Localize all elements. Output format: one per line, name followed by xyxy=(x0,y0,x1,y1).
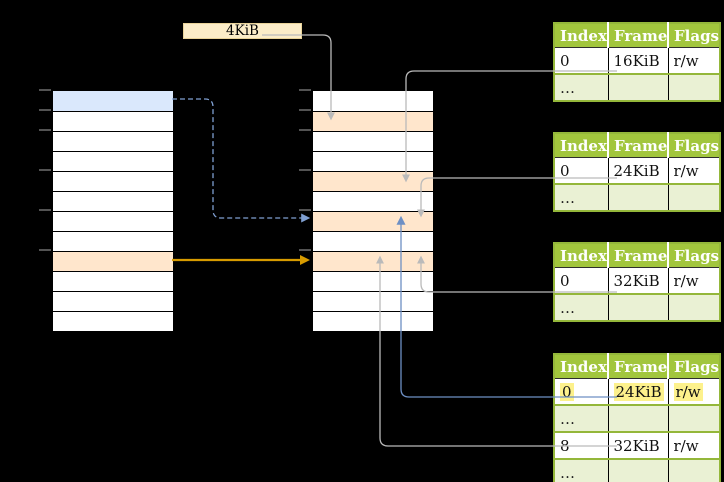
virtual-memory-cell xyxy=(53,91,173,111)
table-cell: r/w xyxy=(667,378,720,405)
table-cell: 16KiB xyxy=(607,47,668,74)
column-header-frame: Frame xyxy=(607,133,668,158)
virtual-memory-column xyxy=(52,90,174,332)
ellipsis-cell xyxy=(667,73,720,101)
table-cell: 24KiB xyxy=(607,378,668,405)
table-cell: r/w xyxy=(667,157,720,184)
virtual-memory-cell xyxy=(53,151,173,171)
column-header-flags: Flags xyxy=(667,243,720,268)
ellipsis-cell xyxy=(607,293,668,321)
physical-memory-cell xyxy=(313,251,433,271)
column-header-frame: Frame xyxy=(607,243,668,268)
physical-memory-cell xyxy=(313,111,433,131)
virtual-memory-cell xyxy=(53,191,173,211)
virtual-memory-cell xyxy=(53,251,173,271)
page-table-entry-row: 0 24KiB r/w xyxy=(554,378,720,405)
ellipsis-cell xyxy=(607,458,668,482)
table-cell: 32KiB xyxy=(607,431,668,459)
ellipsis-cell xyxy=(607,183,668,211)
frame-size-label: 4KiB xyxy=(183,23,302,39)
column-header-index: Index xyxy=(554,354,608,379)
physical-memory-column xyxy=(312,90,434,332)
physical-memory-cell xyxy=(313,171,433,191)
virtual-memory-cell xyxy=(53,171,173,191)
ellipsis-cell xyxy=(607,404,668,432)
table-cell: 0 xyxy=(554,378,608,405)
physical-memory-cell xyxy=(313,91,433,111)
ellipsis-cell: … xyxy=(554,458,608,482)
virtual-memory-cell xyxy=(53,231,173,251)
column-header-index: Index xyxy=(554,133,608,158)
virtual-memory-cell xyxy=(53,291,173,311)
ellipsis-cell xyxy=(607,73,668,101)
ellipsis-row: … xyxy=(554,183,720,211)
ellipsis-row: … xyxy=(554,293,720,321)
table-cell: 24KiB xyxy=(607,157,668,184)
ellipsis-cell: … xyxy=(554,73,608,101)
virtual-memory-cell xyxy=(53,131,173,151)
ellipsis-cell xyxy=(667,293,720,321)
column-header-frame: Frame xyxy=(607,354,668,379)
physical-address-ticks xyxy=(299,89,311,251)
physical-memory-cell xyxy=(313,131,433,151)
column-header-frame: Frame xyxy=(607,23,668,48)
physical-memory-cell xyxy=(313,271,433,291)
ellipsis-cell xyxy=(667,404,720,432)
physical-memory-cell xyxy=(313,151,433,171)
virtual-memory-cell xyxy=(53,111,173,131)
table-cell: r/w xyxy=(667,431,720,459)
physical-memory-cell xyxy=(313,191,433,211)
physical-memory-cell xyxy=(313,291,433,311)
table-cell: r/w xyxy=(667,47,720,74)
column-header-index: Index xyxy=(554,23,608,48)
table-cell: r/w xyxy=(667,267,720,294)
virtual-address-ticks xyxy=(39,89,51,251)
column-header-flags: Flags xyxy=(667,133,720,158)
highlighted-value: 0 xyxy=(560,382,574,401)
ellipsis-cell: … xyxy=(554,293,608,321)
ellipsis-cell xyxy=(667,183,720,211)
physical-memory-cell xyxy=(313,231,433,251)
table-cell: 0 xyxy=(554,267,608,294)
virtual-memory-cell xyxy=(53,271,173,291)
table-cell: 0 xyxy=(554,157,608,184)
virtual-memory-cell xyxy=(53,211,173,231)
highlighted-value: 24KiB xyxy=(613,382,664,401)
table-cell: 0 xyxy=(554,47,608,74)
table-cell: 32KiB xyxy=(607,267,668,294)
highlighted-value: r/w xyxy=(673,382,703,401)
ellipsis-row: … xyxy=(554,458,720,482)
column-header-index: Index xyxy=(554,243,608,268)
physical-memory-cell xyxy=(313,311,433,331)
ellipsis-cell: … xyxy=(554,183,608,211)
virtual-memory-cell xyxy=(53,311,173,331)
column-header-flags: Flags xyxy=(667,23,720,48)
ellipsis-cell xyxy=(667,458,720,482)
physical-memory-cell xyxy=(313,211,433,231)
column-header-flags: Flags xyxy=(667,354,720,379)
ellipsis-row: … xyxy=(554,404,720,432)
connector-virtual-page-to-frame-dashed xyxy=(172,98,311,223)
table-cell: 8 xyxy=(554,431,608,459)
ellipsis-cell: … xyxy=(554,404,608,432)
ellipsis-row: … xyxy=(554,73,720,101)
